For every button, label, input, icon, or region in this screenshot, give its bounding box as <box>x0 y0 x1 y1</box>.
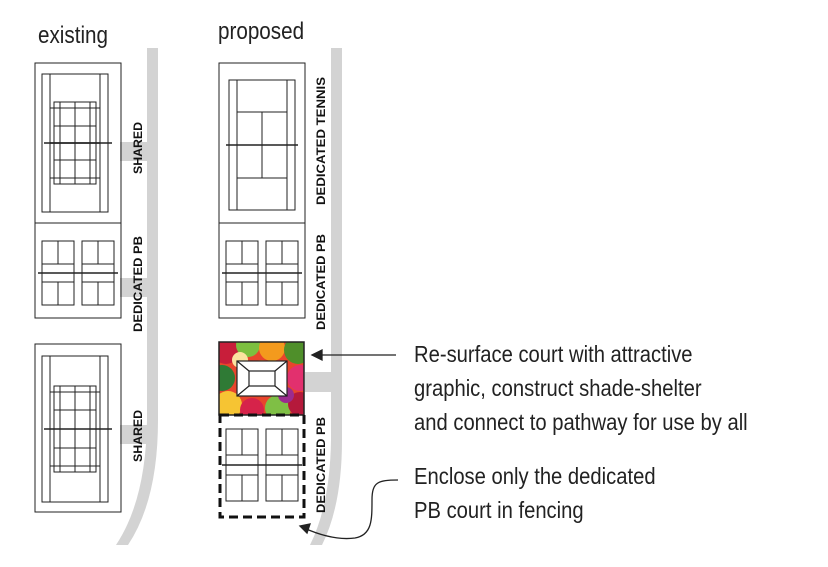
pb-fence <box>218 413 306 519</box>
shade-shelter-icon <box>236 360 288 397</box>
resurface-arrow <box>310 348 396 362</box>
annotation-resurface-line-1: Re-surface court with attractive <box>414 341 693 367</box>
annotation-enclose: Enclose only the dedicated PB court in f… <box>414 459 656 527</box>
annotation-enclose-line-1: Enclose only the dedicated <box>414 463 656 489</box>
annotation-resurface-line-3: and connect to pathway for use by all <box>414 409 748 435</box>
existing-pathway <box>116 48 158 545</box>
proposed-pathway <box>305 48 342 545</box>
label-dedicated-tennis: DEDICATED TENNIS <box>314 77 328 205</box>
annotation-resurface-line-2: graphic, construct shade-shelter <box>414 375 702 401</box>
label-shared-bottom: SHARED <box>131 410 145 462</box>
proposed-dedicated-pb-courts <box>218 222 306 319</box>
fence-arrow <box>298 479 399 540</box>
existing-shared-court-bottom <box>34 343 122 513</box>
annotation-enclose-line-2: PB court in fencing <box>414 497 584 523</box>
label-shared-top: SHARED <box>131 122 145 174</box>
label-dedicated-pb-proposed-bottom: DEDICATED PB <box>314 417 328 513</box>
proposed-tennis-court <box>218 62 306 224</box>
fenced-pb-courts <box>222 428 302 502</box>
annotation-resurface: Re-surface court with attractive graphic… <box>414 337 748 439</box>
existing-dedicated-pb-courts <box>34 222 122 319</box>
existing-shared-court-top <box>34 62 122 224</box>
label-dedicated-pb-proposed-top: DEDICATED PB <box>314 234 328 330</box>
label-dedicated-pb-existing: DEDICATED PB <box>131 236 145 332</box>
header-existing: existing <box>38 22 108 49</box>
header-proposed: proposed <box>218 18 305 45</box>
